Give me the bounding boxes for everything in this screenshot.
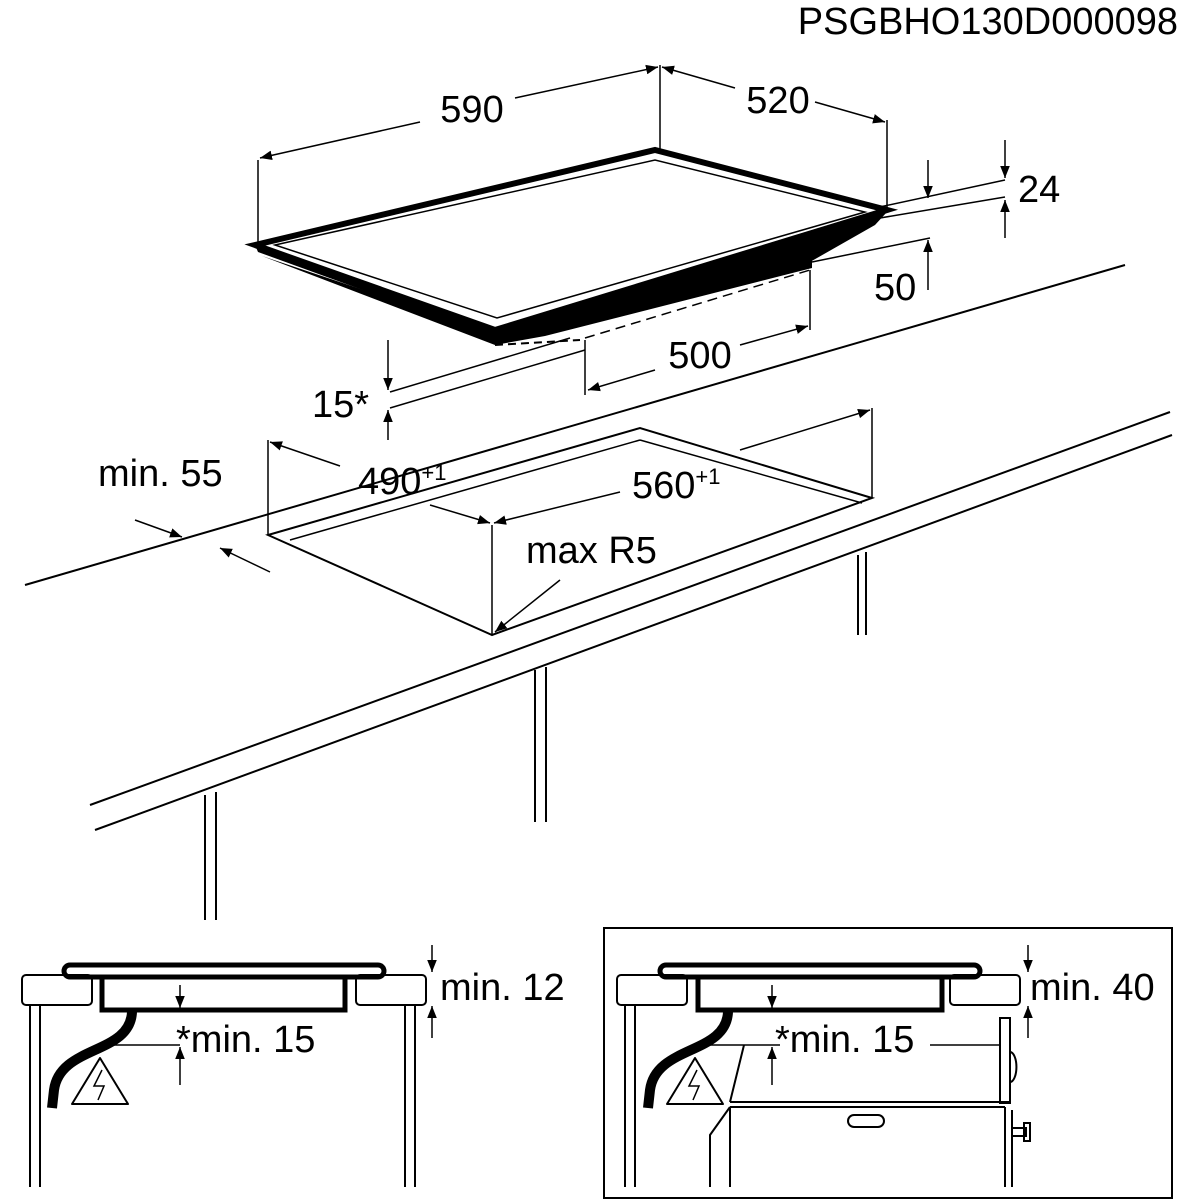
detail-right-below-clearance: *min. 15 bbox=[775, 1019, 914, 1061]
dim-width: 590 bbox=[440, 89, 503, 131]
detail-left-below-clearance: *min. 15 bbox=[176, 1019, 315, 1061]
dim-radius: max R5 bbox=[526, 530, 657, 572]
dim-height: 24 bbox=[1018, 169, 1060, 211]
detail-left-top-clearance: min. 12 bbox=[440, 967, 565, 1009]
hob bbox=[244, 146, 899, 346]
dim-cut-width: 560+1 bbox=[632, 464, 721, 507]
detail-right bbox=[603, 927, 1173, 1199]
countertop bbox=[24, 264, 1173, 920]
dim-gap: 15* bbox=[312, 384, 369, 426]
detail-right-top-clearance: min. 40 bbox=[1030, 967, 1155, 1009]
dim-min-edge: min. 55 bbox=[98, 453, 223, 495]
electric-hazard-icon bbox=[71, 1057, 129, 1105]
dimension-lines bbox=[257, 64, 1010, 440]
dim-clearance-back: 50 bbox=[874, 267, 916, 309]
dim-cut-depth: 490+1 bbox=[358, 460, 447, 503]
dim-base-width: 500 bbox=[668, 335, 731, 377]
document-code: PSGBHO130D000098 bbox=[798, 1, 1178, 43]
detail-left bbox=[21, 945, 437, 1187]
electric-hazard-icon bbox=[666, 1057, 724, 1105]
dim-depth: 520 bbox=[746, 80, 809, 122]
